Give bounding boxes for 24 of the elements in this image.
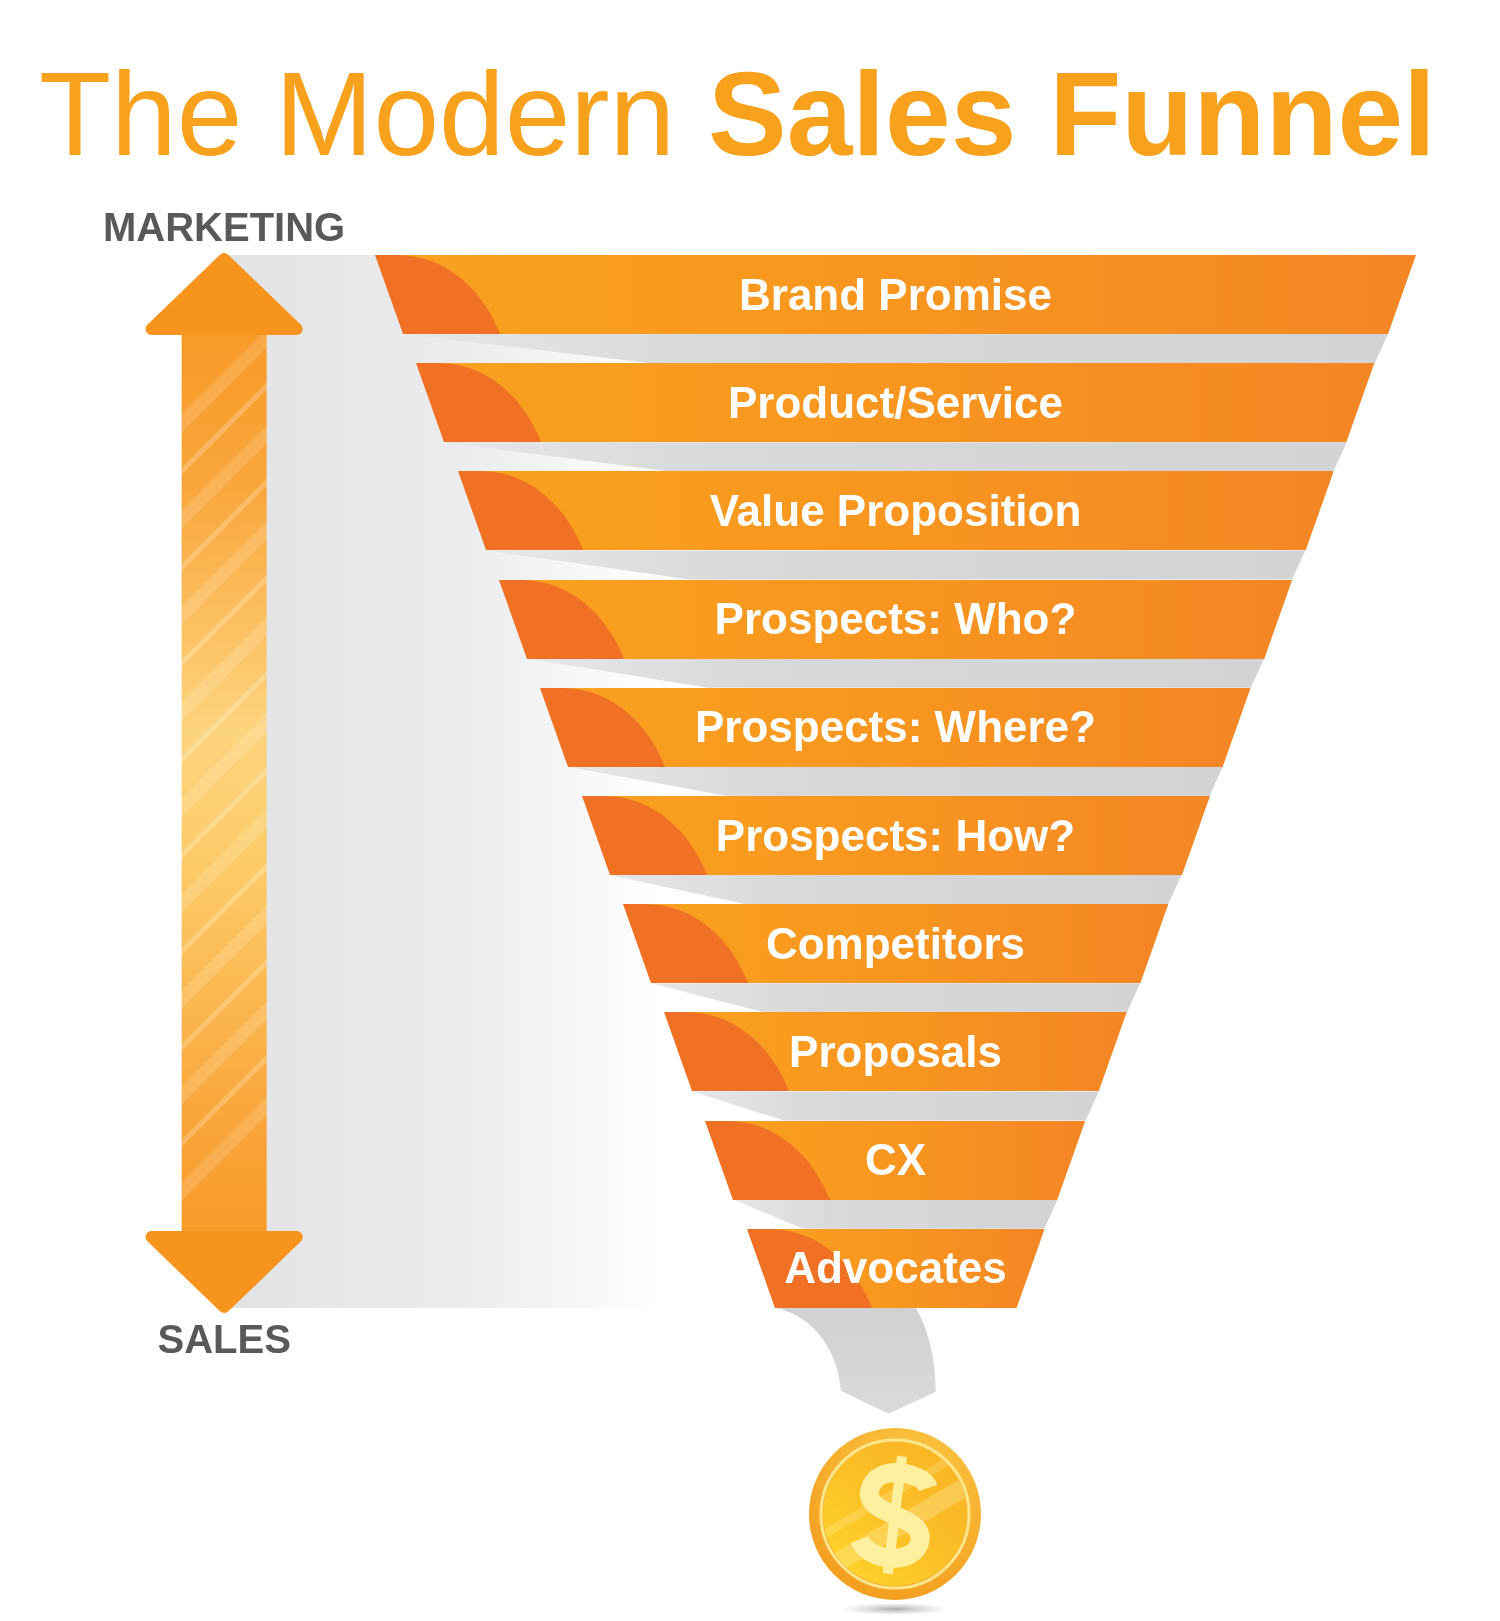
stage-label: Competitors [765, 917, 1026, 970]
funnel-stage [746, 1228, 1045, 1308]
stage-label: Prospects: Who? [714, 593, 1077, 646]
funnel-stage [664, 1012, 1127, 1092]
axis-label: MARKETING [103, 204, 346, 250]
axis-label: SALES [157, 1316, 291, 1362]
funnel-stage [581, 796, 1210, 875]
funnel-stage [540, 687, 1251, 767]
stage-label: Value Proposition [709, 484, 1082, 537]
funnel-stage [375, 255, 1416, 334]
funnel-stage [705, 1120, 1086, 1200]
double-headed-arrow [145, 252, 303, 1314]
stage-label: Brand Promise [739, 268, 1052, 321]
funnel-stage [622, 904, 1169, 984]
stage-label: CX [864, 1134, 927, 1187]
title: The Modern Sales Funnel [39, 55, 1436, 173]
stage-label: Prospects: How? [715, 809, 1076, 862]
stage-label: Prospects: Where? [695, 701, 1096, 754]
funnel-stage [498, 579, 1293, 659]
funnel-stage [457, 471, 1334, 551]
stage-label: Advocates [784, 1242, 1007, 1295]
funnel-stage [416, 363, 1375, 443]
stage-label: Proposals [789, 1025, 1002, 1078]
stage-label: Product/Service [727, 376, 1063, 429]
